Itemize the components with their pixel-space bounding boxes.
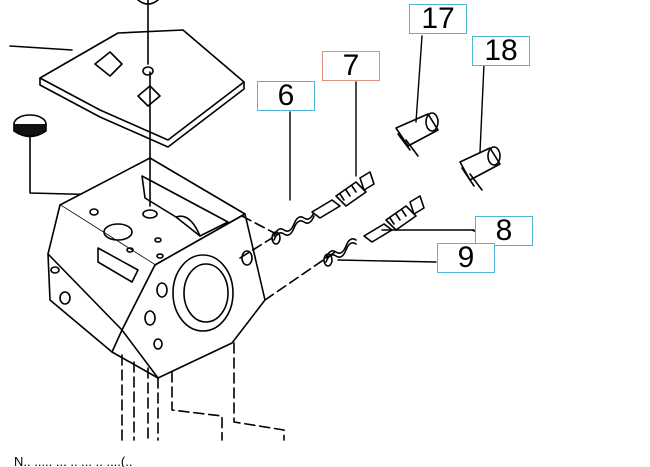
callout-17[interactable]: 17 xyxy=(409,4,467,34)
footer-note: N.. ..... ... .. ... .. ....(.. xyxy=(14,454,133,467)
callout-9[interactable]: 9 xyxy=(437,243,495,273)
diaphragm-cover-plate xyxy=(9,0,245,148)
callout-18[interactable]: 18 xyxy=(472,36,530,66)
callout-6[interactable]: 6 xyxy=(257,81,315,111)
callout-7[interactable]: 7 xyxy=(322,51,380,81)
needle-screw-8 xyxy=(363,195,425,243)
callout-8[interactable]: 8 xyxy=(475,216,533,246)
callout-leaders xyxy=(289,35,491,263)
needle-screw-7 xyxy=(311,171,375,219)
spring-6 xyxy=(271,211,315,245)
spring-9 xyxy=(323,238,357,267)
carburetor-body xyxy=(47,71,266,379)
clip-part-17 xyxy=(395,112,439,157)
clip-part-18 xyxy=(459,146,501,191)
